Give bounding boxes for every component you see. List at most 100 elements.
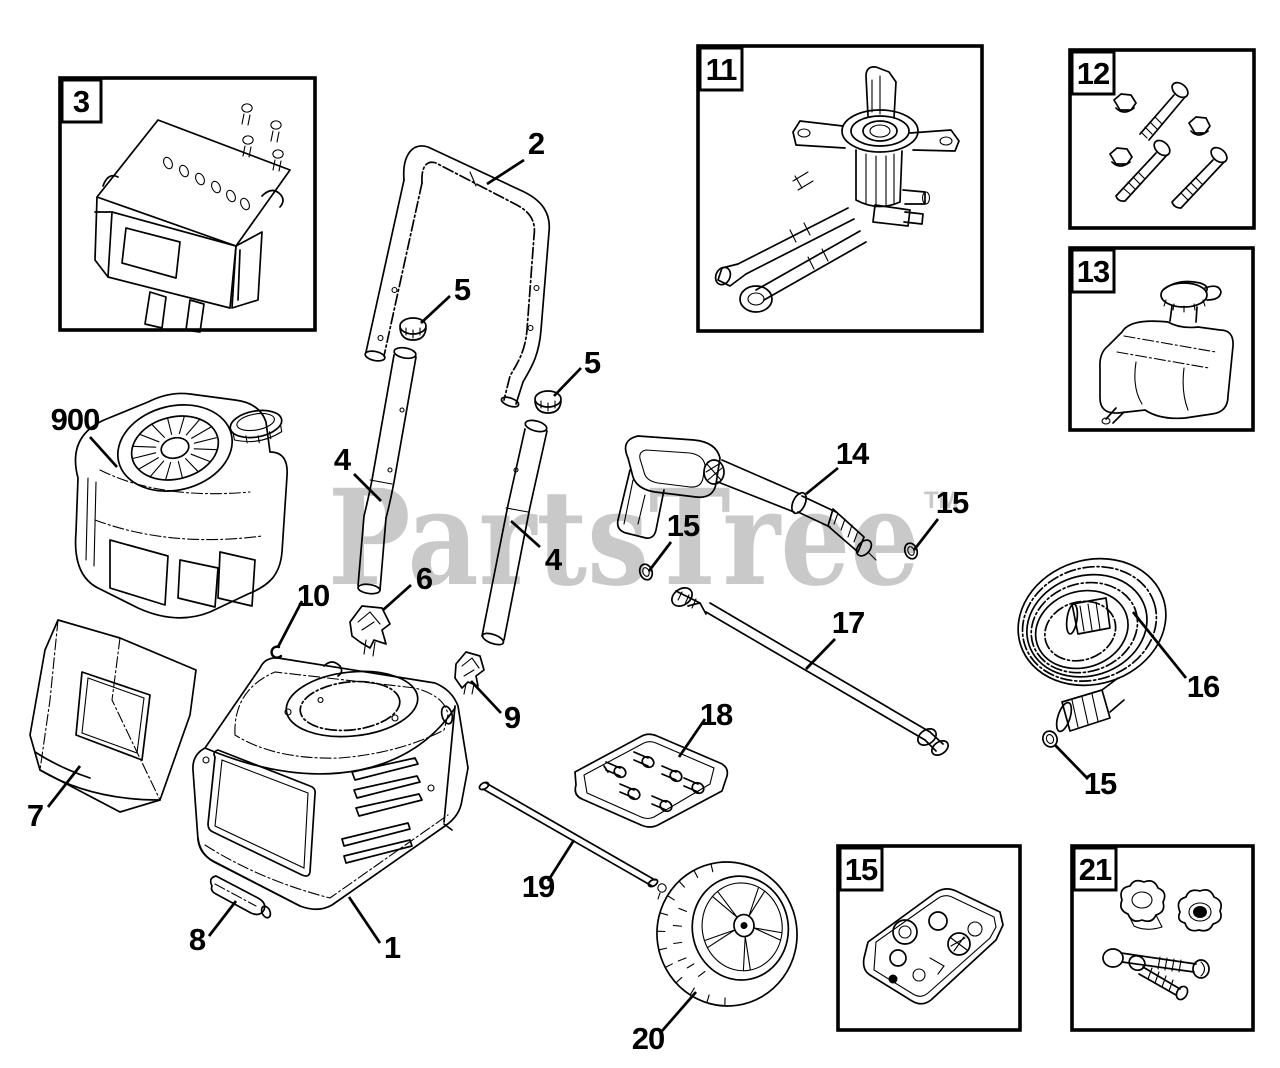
part-cap-right [534,390,562,414]
inset-box-12-number: 12 [1077,56,1109,91]
wheel-spokes [703,886,783,972]
callout-9: 9 [504,700,521,735]
callout-900: 900 [51,402,100,437]
inset-box-21-plate [1072,846,1118,892]
tank-drawing [1099,280,1234,425]
part-lance [671,587,949,756]
leader-lines [46,158,1188,1032]
callout-7: 7 [27,798,43,833]
part-clamp-clip-6 [349,605,391,657]
leader-4-left [353,473,382,502]
leader-9 [470,680,502,714]
part-side-cover [29,619,197,813]
callout-8: 8 [189,922,206,957]
callout-15-hose: 15 [1084,766,1117,801]
hose-inner-fitting [1065,597,1111,635]
inset-box-3-plate [60,78,103,124]
inset-box-3-number: 3 [73,84,90,119]
inset-box-21-border [1070,844,1255,1032]
leader-1 [347,896,382,944]
inset-box-13-plate [1070,248,1116,294]
panel-screws [241,103,284,172]
part-oring-gun-right [903,542,919,560]
inset-box-15: 15 [836,844,1022,1032]
inset-box-11-plate [698,46,744,92]
inset-box-15-number: 15 [845,852,878,887]
inset-box-3: 3 [58,76,317,333]
engine-fan [116,404,234,492]
inset-box-12-plate [1070,50,1116,96]
callout-15-gun-right: 15 [936,485,969,520]
inset-box-13-border [1068,246,1255,432]
panel-hole-row [163,156,250,211]
engine-fuel-cap [229,409,283,444]
inset-box-12-border [1068,48,1256,230]
inset-box-15-plate [838,846,884,892]
leader-18 [677,718,707,758]
tire-treads [656,863,726,1007]
part-wheel [656,861,798,1007]
leader-14 [805,466,839,496]
leader-2 [486,158,525,186]
part-axle-rod [478,781,667,900]
inset-box-11-number: 11 [706,52,738,87]
callout-1: 1 [384,930,401,965]
leader-16 [1131,611,1188,679]
callout-19: 19 [522,869,555,904]
watermark: PartsTree TM [328,461,959,616]
inset-box-11: 11 [696,44,984,333]
inset-box-12: 12 [1068,48,1256,230]
part-retaining-ring-10 [270,645,283,659]
callout-6: 6 [416,561,433,596]
inset-box-21-number: 21 [1079,852,1112,887]
leader-15-gun-left [647,541,673,572]
part-spray-gun [616,435,877,561]
part-engine [74,392,288,619]
callout-labels: 2 5 5 900 4 14 15 15 4 6 10 17 16 9 18 7… [27,126,1221,1056]
inset-box-15-border [836,844,1022,1032]
watermark-tm-symbol: TM [924,487,959,514]
callout-18: 18 [700,697,733,732]
part-clamp-clip-9 [454,651,485,695]
inset-box-11-border [696,44,984,333]
part-oring-hose [1042,730,1058,748]
carriage-bolt-2 [1128,954,1189,1001]
fastener-kit-drawing [1109,81,1228,209]
inset-box-21: 21 [1070,844,1255,1032]
leader-900 [88,436,119,468]
pump-drawing [714,66,960,313]
part-main-housing [192,657,469,911]
callout-5-left: 5 [454,272,471,307]
part-cap-left [399,317,427,341]
callout-17: 17 [832,605,864,640]
leader-8 [207,900,238,937]
fan-blades [131,415,219,481]
part-oring-gun-left [638,563,654,581]
callout-14: 14 [836,436,870,471]
callout-4-left: 4 [334,442,352,477]
part-upper-handle [364,145,551,408]
leader-15-hose [1054,744,1089,780]
callout-4-right: 4 [545,542,563,577]
callout-15-gun-left: 15 [667,508,700,543]
leader-17 [805,638,836,670]
leader-20 [660,991,698,1032]
inset-box-13: 13 [1068,246,1255,432]
watermark-text: PartsTree [328,461,920,616]
leader-19 [546,839,576,882]
knob-kit-drawing [1102,879,1222,1001]
bolt-3 [1171,146,1228,209]
callout-2: 2 [528,126,544,161]
part-nozzle-tray [574,733,729,828]
leader-5-left [420,295,451,324]
part-skid-bar [209,875,272,919]
leader-6 [382,583,412,612]
callout-10: 10 [297,578,329,613]
inset-box-13-number: 13 [1077,254,1110,289]
housing-louvers [341,757,423,864]
callout-5-right: 5 [584,345,601,380]
leader-5-right [553,367,582,397]
callout-16: 16 [1187,669,1220,704]
